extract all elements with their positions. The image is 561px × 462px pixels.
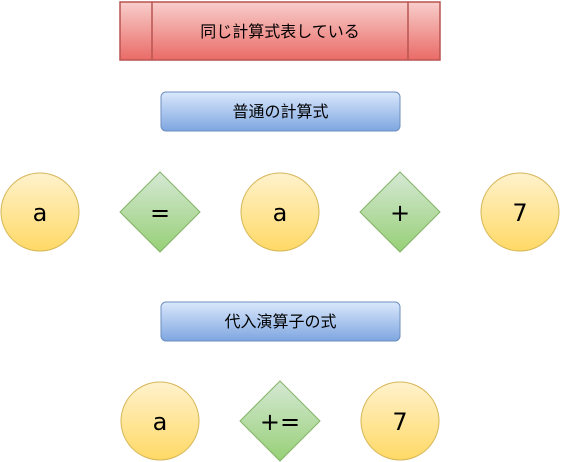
normal-term-3-label: 7 [512, 199, 527, 227]
compound-term-2-label: 7 [392, 408, 407, 436]
compound-operator-1: += [239, 380, 321, 462]
compound-term-2: 7 [360, 381, 440, 461]
normal-term-2: a [240, 172, 320, 252]
normal-operator-2-label: + [390, 199, 410, 227]
compound-term-1-label: a [153, 408, 168, 436]
compound-heading-box: 代入演算子の式 [160, 301, 401, 342]
title-box: 同じ計算式表している [119, 1, 441, 61]
compound-term-1: a [120, 381, 200, 461]
title-text: 同じ計算式表している [200, 22, 360, 41]
normal-term-3: 7 [480, 172, 560, 252]
normal-heading-text: 普通の計算式 [232, 102, 328, 121]
normal-term-1-label: a [33, 199, 48, 227]
normal-operator-1-label: = [150, 199, 170, 227]
normal-heading-box: 普通の計算式 [160, 91, 401, 132]
normal-operator-2: + [359, 171, 441, 253]
compound-heading-text: 代入演算子の式 [224, 312, 336, 331]
compound-operator-1-label: += [260, 408, 300, 436]
normal-term-1: a [0, 172, 80, 252]
normal-operator-1: = [119, 171, 201, 253]
normal-term-2-label: a [273, 199, 288, 227]
